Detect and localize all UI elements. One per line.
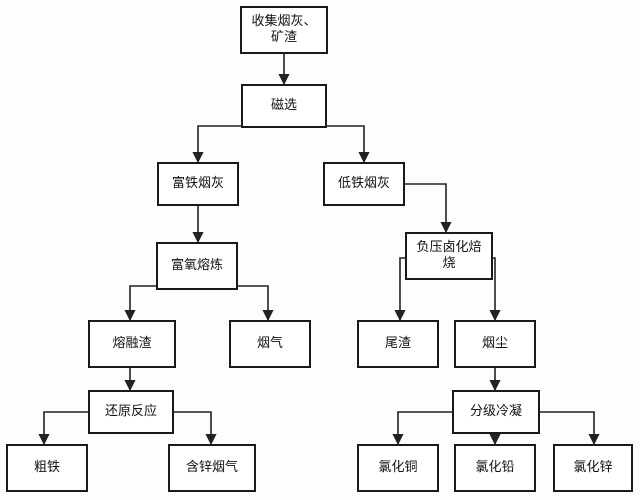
edge-magnetic-rich-iron — [192, 125, 241, 164]
edge-oxygen-smelt-slag — [124, 285, 156, 322]
node-pb-chloride: 氯化铅 — [454, 444, 536, 492]
node-cu-chloride: 氯化铜 — [357, 444, 439, 492]
node-slag: 熔融渣 — [88, 320, 176, 368]
edge-condense-cu-chloride — [392, 411, 452, 446]
edge-reduction-zinc-smoke — [174, 411, 217, 446]
node-neg-pressure: 负压卤化焙烧 — [405, 232, 493, 280]
edge-reduction-crude-iron — [38, 411, 88, 446]
edge-oxygen-smelt-smoke — [238, 285, 274, 322]
edge-neg-pressure-tailings — [394, 257, 406, 322]
node-dust: 烟尘 — [454, 320, 536, 368]
node-low-iron: 低铁烟灰 — [323, 162, 405, 206]
node-smoke: 烟气 — [229, 320, 311, 368]
edge-low-iron-neg-pressure — [405, 183, 452, 234]
node-graded-condense: 分级冷凝 — [452, 390, 540, 434]
node-reduction: 还原反应 — [88, 390, 174, 434]
node-tailings: 尾渣 — [357, 320, 439, 368]
node-zn-chloride: 氯化锌 — [553, 444, 633, 492]
edge-neg-pressure-dust — [489, 257, 501, 322]
node-crude-iron: 粗铁 — [6, 444, 88, 492]
node-collect: 收集烟灰、矿渣 — [240, 6, 328, 54]
node-oxygen-smelt: 富氧熔炼 — [156, 242, 238, 290]
node-magnetic: 磁选 — [241, 84, 327, 128]
node-zinc-smoke: 含锌烟气 — [168, 444, 256, 492]
edge-magnetic-low-iron — [327, 125, 370, 164]
edge-condense-zn-chloride — [540, 411, 600, 446]
node-rich-iron: 富铁烟灰 — [157, 162, 239, 206]
